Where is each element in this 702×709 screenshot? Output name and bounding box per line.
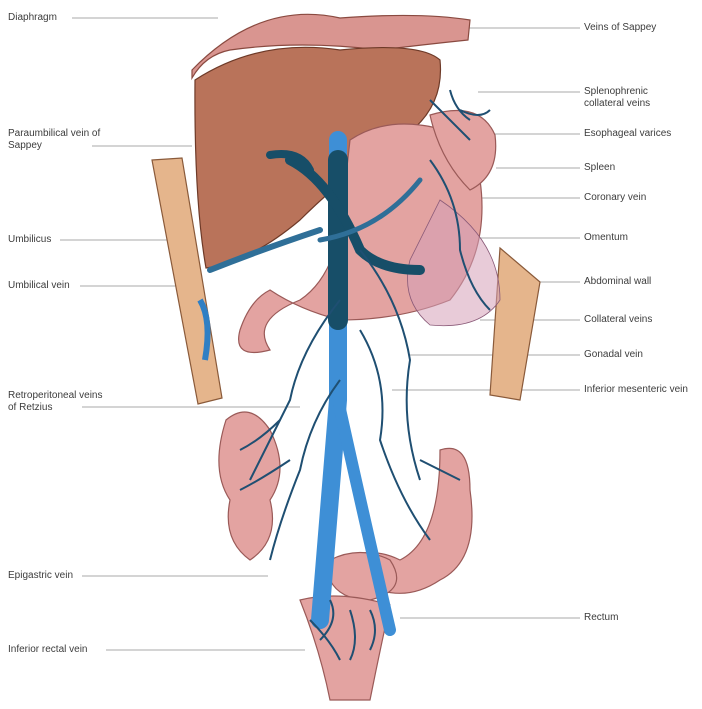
label-retroperitoneal-veins: Retroperitoneal veins of Retzius — [8, 390, 108, 414]
label-coronary-vein: Coronary vein — [584, 192, 646, 204]
label-collateral-veins: Collateral veins — [584, 314, 652, 326]
label-omentum: Omentum — [584, 232, 628, 244]
label-spleen: Spleen — [584, 162, 615, 174]
label-umbilical-vein: Umbilical vein — [8, 280, 70, 292]
label-veins-of-sappey: Veins of Sappey — [584, 22, 656, 34]
label-abdominal-wall: Abdominal wall — [584, 276, 651, 288]
label-umbilicus: Umbilicus — [8, 234, 51, 246]
label-diaphragm: Diaphragm — [8, 12, 57, 24]
label-epigastric-vein: Epigastric vein — [8, 570, 73, 582]
label-esophageal-varices: Esophageal varices — [584, 128, 671, 140]
label-inferior-mesenteric-vein: Inferior mesenteric vein — [584, 384, 688, 396]
label-rectum: Rectum — [584, 612, 618, 624]
label-inferior-rectal-vein: Inferior rectal vein — [8, 644, 87, 656]
label-paraumbilical-vein-of-sappey: Paraumbilical vein of Sappey — [8, 128, 104, 152]
abdominal-wall-right — [490, 248, 540, 400]
label-splenophrenic-collateral-veins: Splenophrenic collateral veins — [584, 86, 674, 110]
label-gonadal-vein: Gonadal vein — [584, 349, 643, 361]
